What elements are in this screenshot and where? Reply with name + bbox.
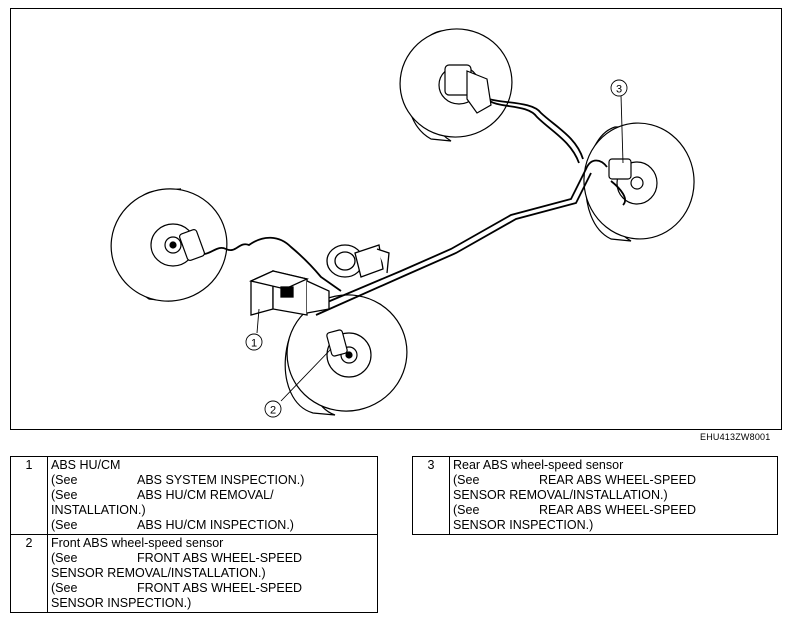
wheel-front-left — [110, 188, 228, 302]
svg-text:3: 3 — [616, 84, 622, 96]
legend-ref-cont: SENSOR INSPECTION.) — [51, 596, 192, 610]
legend-ref-cont: SENSOR REMOVAL/INSTALLATION.) — [453, 488, 668, 502]
diagram-drawing: 1 2 3 — [110, 28, 695, 418]
callout-3: 3 — [610, 79, 628, 97]
legend-ref: ABS SYSTEM INSPECTION.) — [137, 473, 305, 487]
legend-title: Rear ABS wheel-speed sensor — [453, 458, 624, 472]
legend-ref-cont: SENSOR REMOVAL/INSTALLATION.) — [51, 566, 266, 580]
legend-number: 3 — [412, 456, 450, 535]
legend-number: 1 — [10, 456, 48, 535]
callout-2: 2 — [264, 400, 282, 418]
callouts: 1 2 3 — [245, 79, 628, 418]
figure-code: EHU413ZW8001 — [700, 432, 771, 442]
svg-text:2: 2 — [270, 405, 276, 417]
legend-ref: ABS HU/CM REMOVAL/ — [137, 488, 274, 502]
wheel-rear-right — [583, 122, 695, 242]
svg-text:1: 1 — [251, 338, 257, 350]
wheels — [110, 28, 695, 416]
legend-ref: FRONT ABS WHEEL-SPEED — [137, 551, 303, 565]
legend-ref: ABS HU/CM INSPECTION.) — [137, 518, 294, 532]
legend-ref-cont: SENSOR INSPECTION.) — [453, 518, 594, 532]
callout-1: 1 — [245, 333, 263, 351]
wheel-front-right — [284, 294, 408, 416]
legend-ref: REAR ABS WHEEL-SPEED — [539, 503, 696, 517]
legend-ref: FRONT ABS WHEEL-SPEED — [137, 581, 303, 595]
brake-lines — [195, 94, 626, 316]
legend-title: ABS HU/CM — [51, 458, 121, 472]
abs-system-diagram: 1 2 3 — [10, 8, 782, 430]
legend-ref: REAR ABS WHEEL-SPEED — [539, 473, 696, 487]
legend-number: 2 — [10, 534, 48, 613]
legend-title: Front ABS wheel-speed sensor — [51, 536, 224, 550]
legend-ref-cont: INSTALLATION.) — [51, 503, 146, 517]
master-cylinder — [326, 244, 390, 278]
calipers — [178, 64, 632, 357]
abs-hu-cm-unit — [248, 269, 330, 316]
